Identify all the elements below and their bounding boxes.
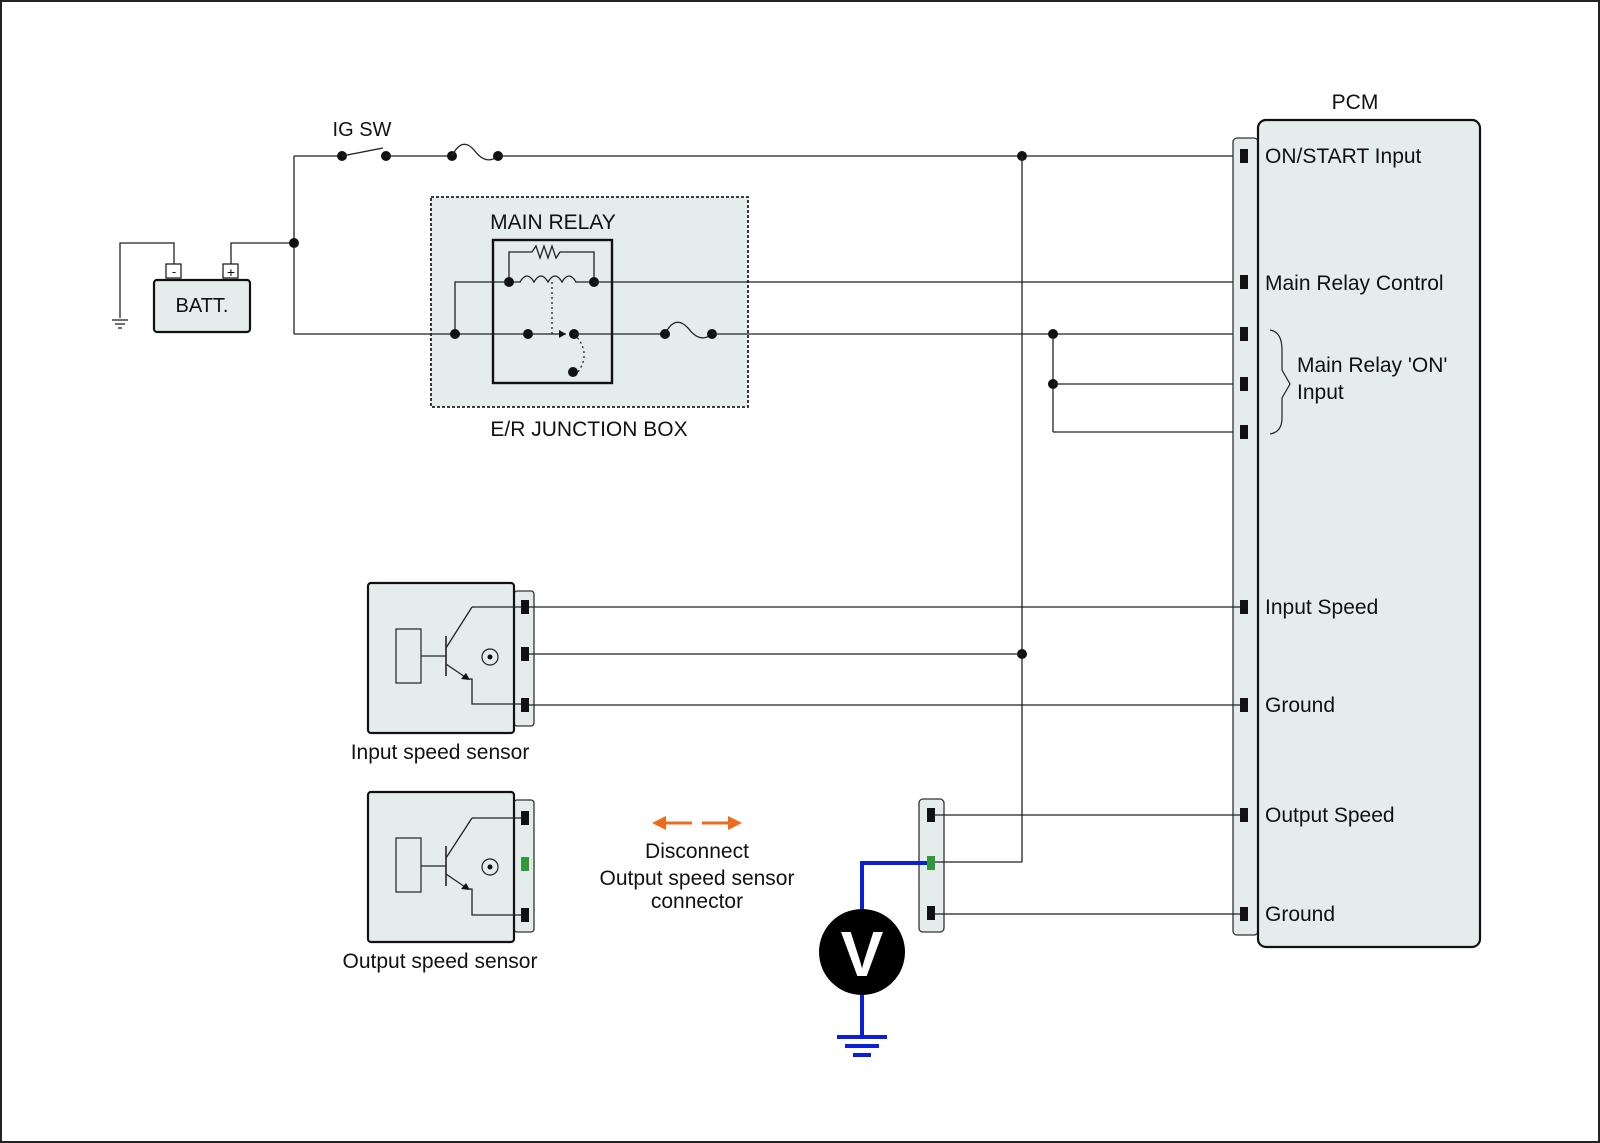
junction-dot xyxy=(289,238,299,248)
output-speed-sensor xyxy=(366,790,516,944)
junction-box-label: E/R JUNCTION BOX xyxy=(490,418,687,441)
fuse-icon xyxy=(451,143,499,161)
pcm-pin-main-relay-on-label: Main Relay 'ON' xyxy=(1297,354,1447,377)
relay-contact xyxy=(523,329,533,339)
battery: - + BATT. xyxy=(152,263,252,334)
battery-ground-icon xyxy=(112,319,128,329)
pcm-pin-ground-label: Ground xyxy=(1265,694,1335,717)
pcm-pin xyxy=(1240,600,1248,614)
pcm-pin xyxy=(1240,907,1248,921)
disconnect-label-2: Output speed sensor xyxy=(600,867,795,890)
harness-pin xyxy=(927,808,935,822)
sensor-pin xyxy=(521,811,529,825)
sensor-pin xyxy=(521,908,529,922)
brace-icon xyxy=(1269,329,1291,435)
pcm-pin xyxy=(1240,149,1248,163)
pcm-label: PCM xyxy=(1332,91,1379,114)
main-relay xyxy=(491,238,614,385)
sensor-pin xyxy=(521,647,529,661)
pcm-pin xyxy=(1240,808,1248,822)
harness-pin xyxy=(927,906,935,920)
voltmeter-icon xyxy=(819,909,905,995)
battery-ground-wire xyxy=(119,242,175,318)
transistor-icon xyxy=(395,817,524,916)
main-relay-label: MAIN RELAY xyxy=(490,211,616,234)
sensor-pin xyxy=(521,698,529,712)
disconnect-arrows-icon xyxy=(652,816,742,830)
harness-pin-highlighted xyxy=(927,856,935,870)
pcm-pin xyxy=(1240,275,1248,289)
battery-plus-label: + xyxy=(227,264,235,280)
input-speed-sensor xyxy=(366,581,516,735)
fuse-icon xyxy=(664,321,713,339)
sensor-pin xyxy=(521,600,529,614)
relay-coil-icon xyxy=(509,275,594,284)
disconnect-label: Disconnect xyxy=(645,840,749,863)
battery-minus-label: - xyxy=(172,264,176,279)
input-sensor-label: Input speed sensor xyxy=(351,741,530,764)
pcm-pin-ground-label: Ground xyxy=(1265,903,1335,926)
disconnect-label-3: connector xyxy=(651,890,743,913)
pcm-pin xyxy=(1240,698,1248,712)
battery-positive-wire xyxy=(230,242,294,264)
voltmeter-label: V xyxy=(841,918,884,990)
sensor-pin-highlighted xyxy=(521,857,529,871)
transistor-icon xyxy=(395,606,524,705)
pcm-pin-output-speed-label: Output Speed xyxy=(1265,804,1395,827)
pcm-module xyxy=(1256,118,1482,949)
ground-icon xyxy=(837,1035,887,1057)
battery-label: BATT. xyxy=(176,295,229,317)
pcm-pin-input-speed-label: Input Speed xyxy=(1265,596,1378,619)
pcm-pin xyxy=(1240,425,1248,439)
pcm-pin xyxy=(1240,327,1248,341)
relay-resistor-icon xyxy=(508,243,595,282)
meter-lead-positive xyxy=(860,861,927,912)
ig-switch-label: IG SW xyxy=(333,119,392,141)
ig-switch-blade xyxy=(341,147,384,157)
pcm-pin-on-start-label: ON/START Input xyxy=(1265,145,1422,168)
pcm-pin-main-relay-control-label: Main Relay Control xyxy=(1265,272,1444,295)
output-sensor-label: Output speed sensor xyxy=(343,950,538,973)
pcm-pin-main-relay-on-label-2: Input xyxy=(1297,381,1344,404)
pcm-pin xyxy=(1240,377,1248,391)
